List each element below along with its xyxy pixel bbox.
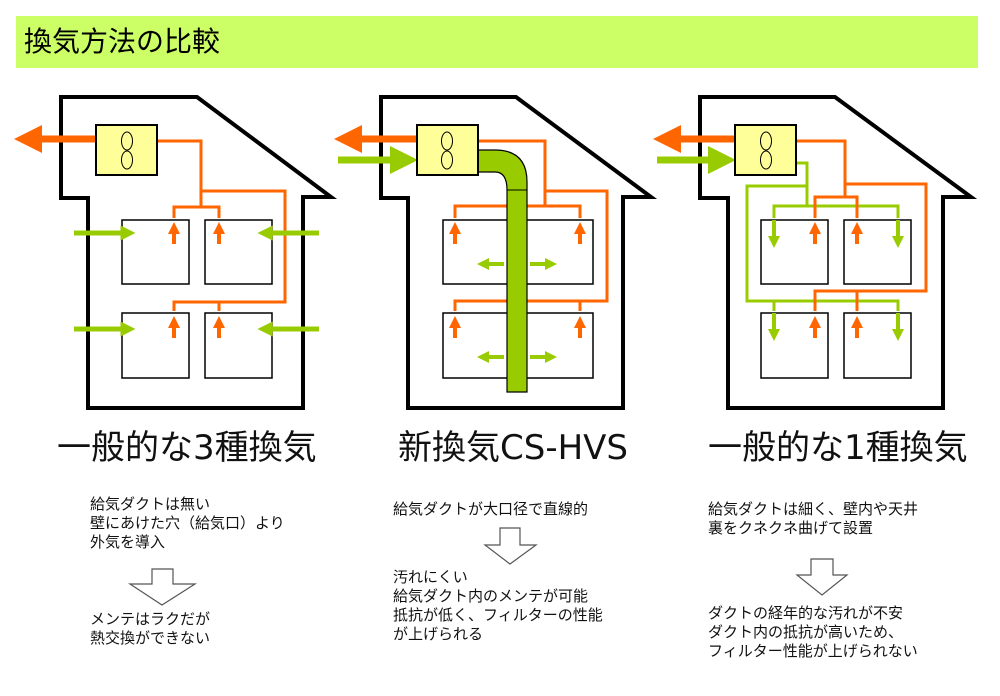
fan-unit [95, 124, 158, 176]
fan-unit [734, 124, 797, 176]
large-supply-duct [477, 149, 528, 393]
fan-icon [760, 150, 772, 170]
caption-cs-hvs: 新換気CS-HVS [398, 428, 628, 468]
fan-icon [441, 150, 453, 170]
room [204, 312, 273, 379]
description-cs-hvs: 給気ダクトが大口径で直線的 [393, 500, 589, 518]
caption-type1: 一般的な1種換気 [708, 428, 968, 468]
fan-icon [441, 131, 453, 151]
result-type1: ダクトの経年的な汚れが不安 ダクト内の抵抗が高いため、 フィルター性能が上げられ… [708, 604, 918, 660]
down-arrow-icon [483, 527, 538, 565]
fan-icon [121, 131, 133, 151]
room [121, 312, 190, 379]
supply-ducts [745, 161, 900, 311]
result-cs-hvs: 汚れにくい 給気ダクト内のメンテが可能 抵抗が低く、フィルターの性能 が上げられ… [393, 568, 603, 643]
room [760, 312, 829, 379]
room [843, 219, 912, 285]
room [121, 219, 190, 285]
result-type3: メンテはラクだが 熱交換ができない [90, 610, 211, 647]
house-cs-hvs [334, 95, 658, 410]
down-arrow-icon [795, 558, 849, 596]
caption-type3: 一般的な3種換気 [57, 428, 317, 468]
room [204, 219, 273, 285]
title-bar: 換気方法の比較 [16, 16, 978, 68]
down-arrow-icon [127, 568, 198, 606]
room [843, 312, 912, 379]
fan-icon [760, 131, 772, 151]
house-type1 [653, 95, 978, 410]
page-title: 換気方法の比較 [24, 25, 221, 58]
exhaust-ducts [158, 139, 287, 311]
fan-unit [416, 124, 479, 176]
description-type3: 給気ダクトは無い 壁にあけた穴（給気口）より 外気を導入 [90, 495, 285, 551]
fan-icon [121, 150, 133, 170]
room [760, 219, 829, 285]
house-type3 [14, 95, 338, 410]
exhaust-ducts [797, 139, 928, 311]
description-type1: 給気ダクトは細く、壁内や天井 裏をクネクネ曲げて設置 [708, 500, 919, 537]
